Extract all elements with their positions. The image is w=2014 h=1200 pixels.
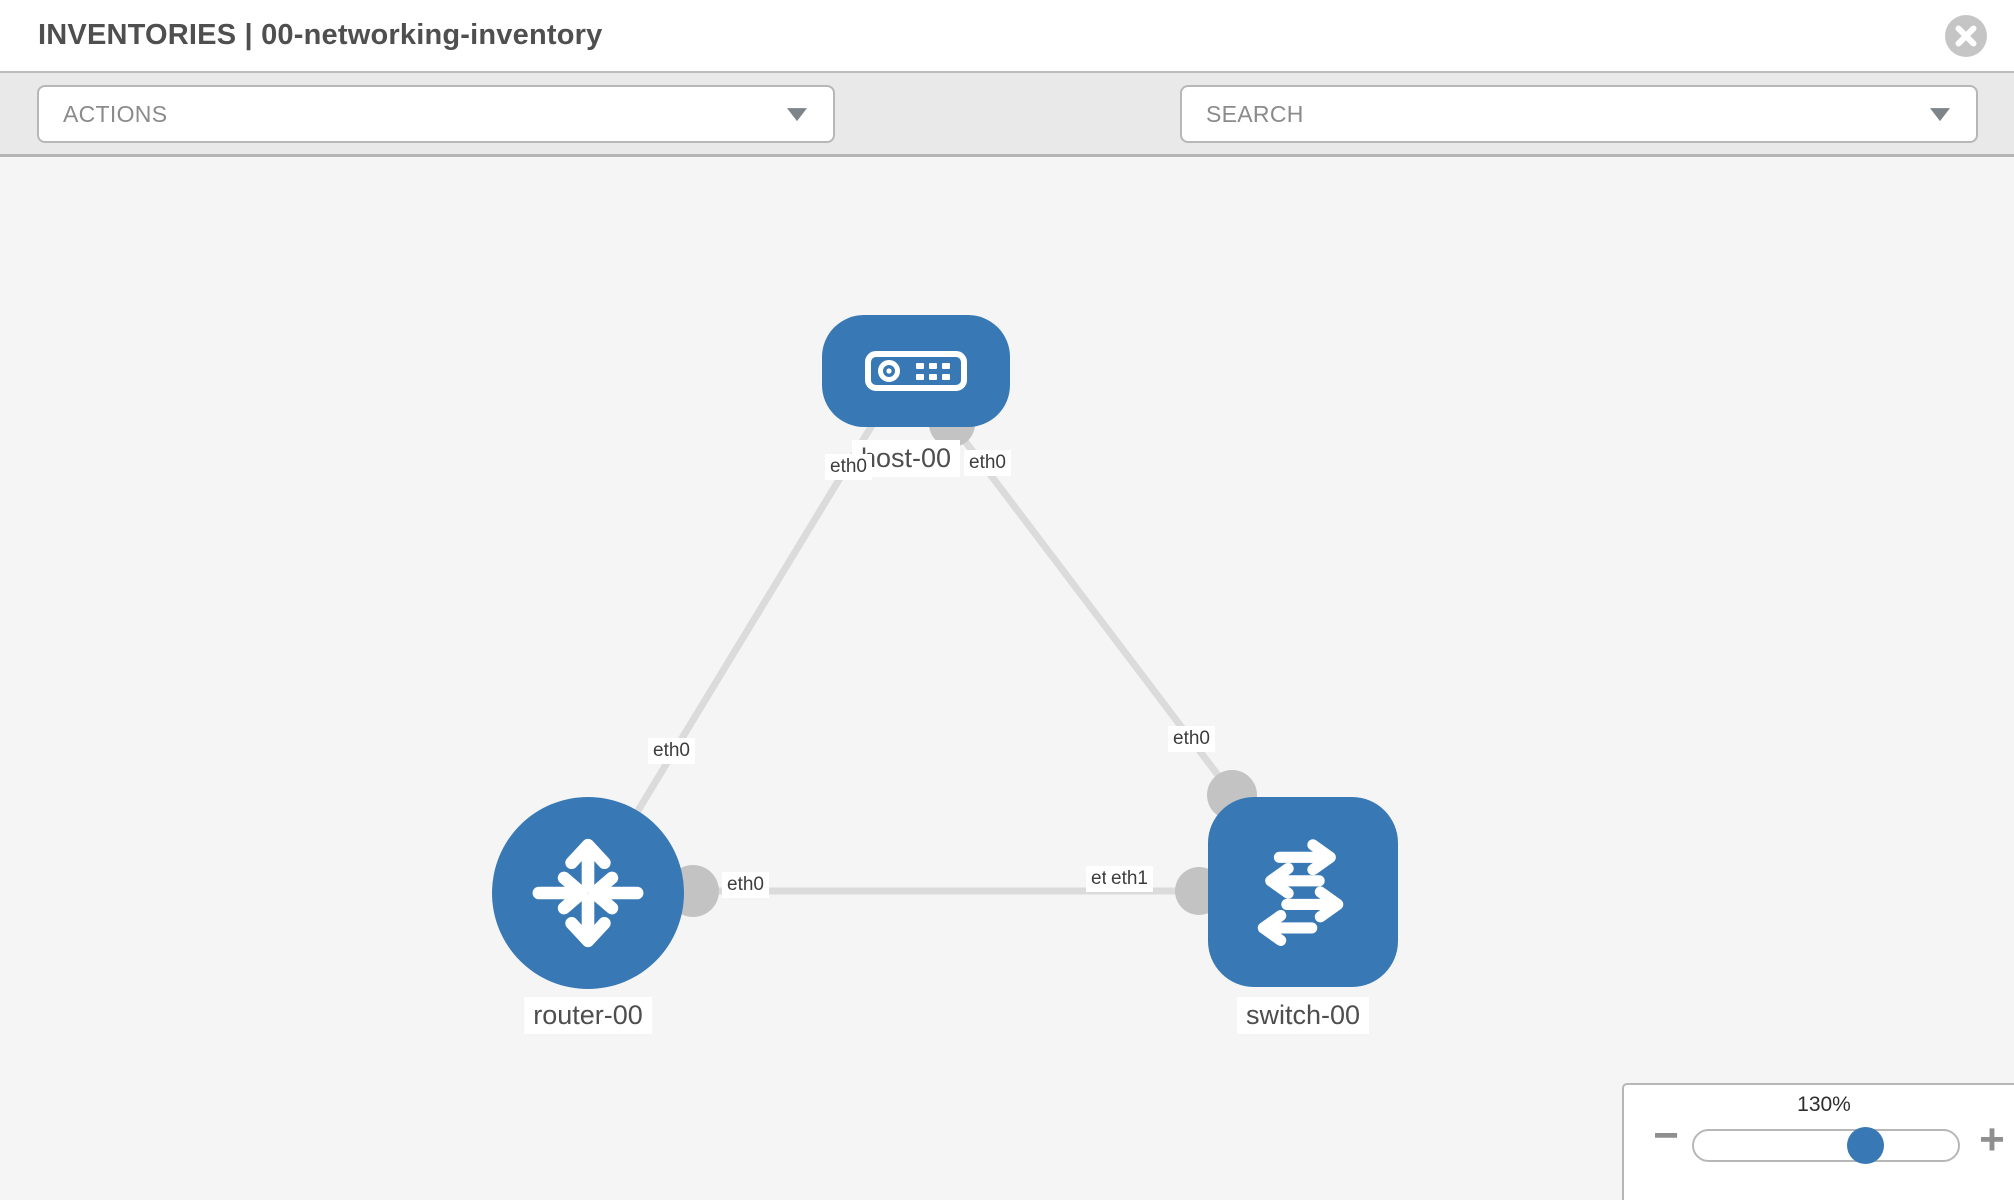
router-icon xyxy=(532,838,644,948)
chevron-down-icon xyxy=(787,108,807,122)
zoom-slider-track[interactable] xyxy=(1692,1127,1960,1164)
node-label-router-00: router-00 xyxy=(524,997,652,1034)
toolbar: ACTIONS xyxy=(0,71,2014,209)
interface-label-host-eth0-left: eth0 xyxy=(825,454,872,480)
close-button[interactable] xyxy=(1944,14,1988,58)
header: INVENTORIES | 00-networking-inventory xyxy=(0,0,2014,71)
actions-dropdown[interactable]: ACTIONS xyxy=(37,85,835,143)
host-icon xyxy=(865,351,967,391)
chevron-down-icon xyxy=(1930,108,1950,122)
interface-label-router-eth0-right: eth0 xyxy=(722,872,769,898)
interface-label-host-eth0-right: eth0 xyxy=(964,450,1011,476)
node-label-switch-00: switch-00 xyxy=(1236,997,1370,1034)
interface-label-switch-eth1-left: eth1 xyxy=(1106,866,1153,892)
node-router-00[interactable] xyxy=(492,797,684,989)
actions-dropdown-label: ACTIONS xyxy=(63,100,168,127)
node-host-00[interactable] xyxy=(822,315,1010,427)
search-field[interactable] xyxy=(1180,85,1978,143)
close-icon xyxy=(1945,15,1987,57)
search-input[interactable] xyxy=(1182,87,1976,141)
zoom-out-button[interactable]: − xyxy=(1653,1111,1679,1160)
topology-canvas[interactable]: host-00 router-00 switch-00 eth0 eth0 et… xyxy=(0,160,2014,1200)
topology-edges xyxy=(585,369,1303,917)
zoom-panel: 130% − + xyxy=(1622,1083,2014,1200)
page-title: INVENTORIES | 00-networking-inventory xyxy=(38,19,603,51)
zoom-level: 130% xyxy=(1797,1093,1851,1116)
zoom-in-button[interactable]: + xyxy=(1979,1115,2005,1164)
interface-label-router-eth0-top: eth0 xyxy=(648,738,695,764)
node-switch-00[interactable] xyxy=(1208,797,1398,987)
interface-label-switch-eth0-top: eth0 xyxy=(1168,726,1215,752)
switch-icon xyxy=(1257,839,1344,946)
zoom-slider-thumb[interactable] xyxy=(1847,1127,1884,1164)
